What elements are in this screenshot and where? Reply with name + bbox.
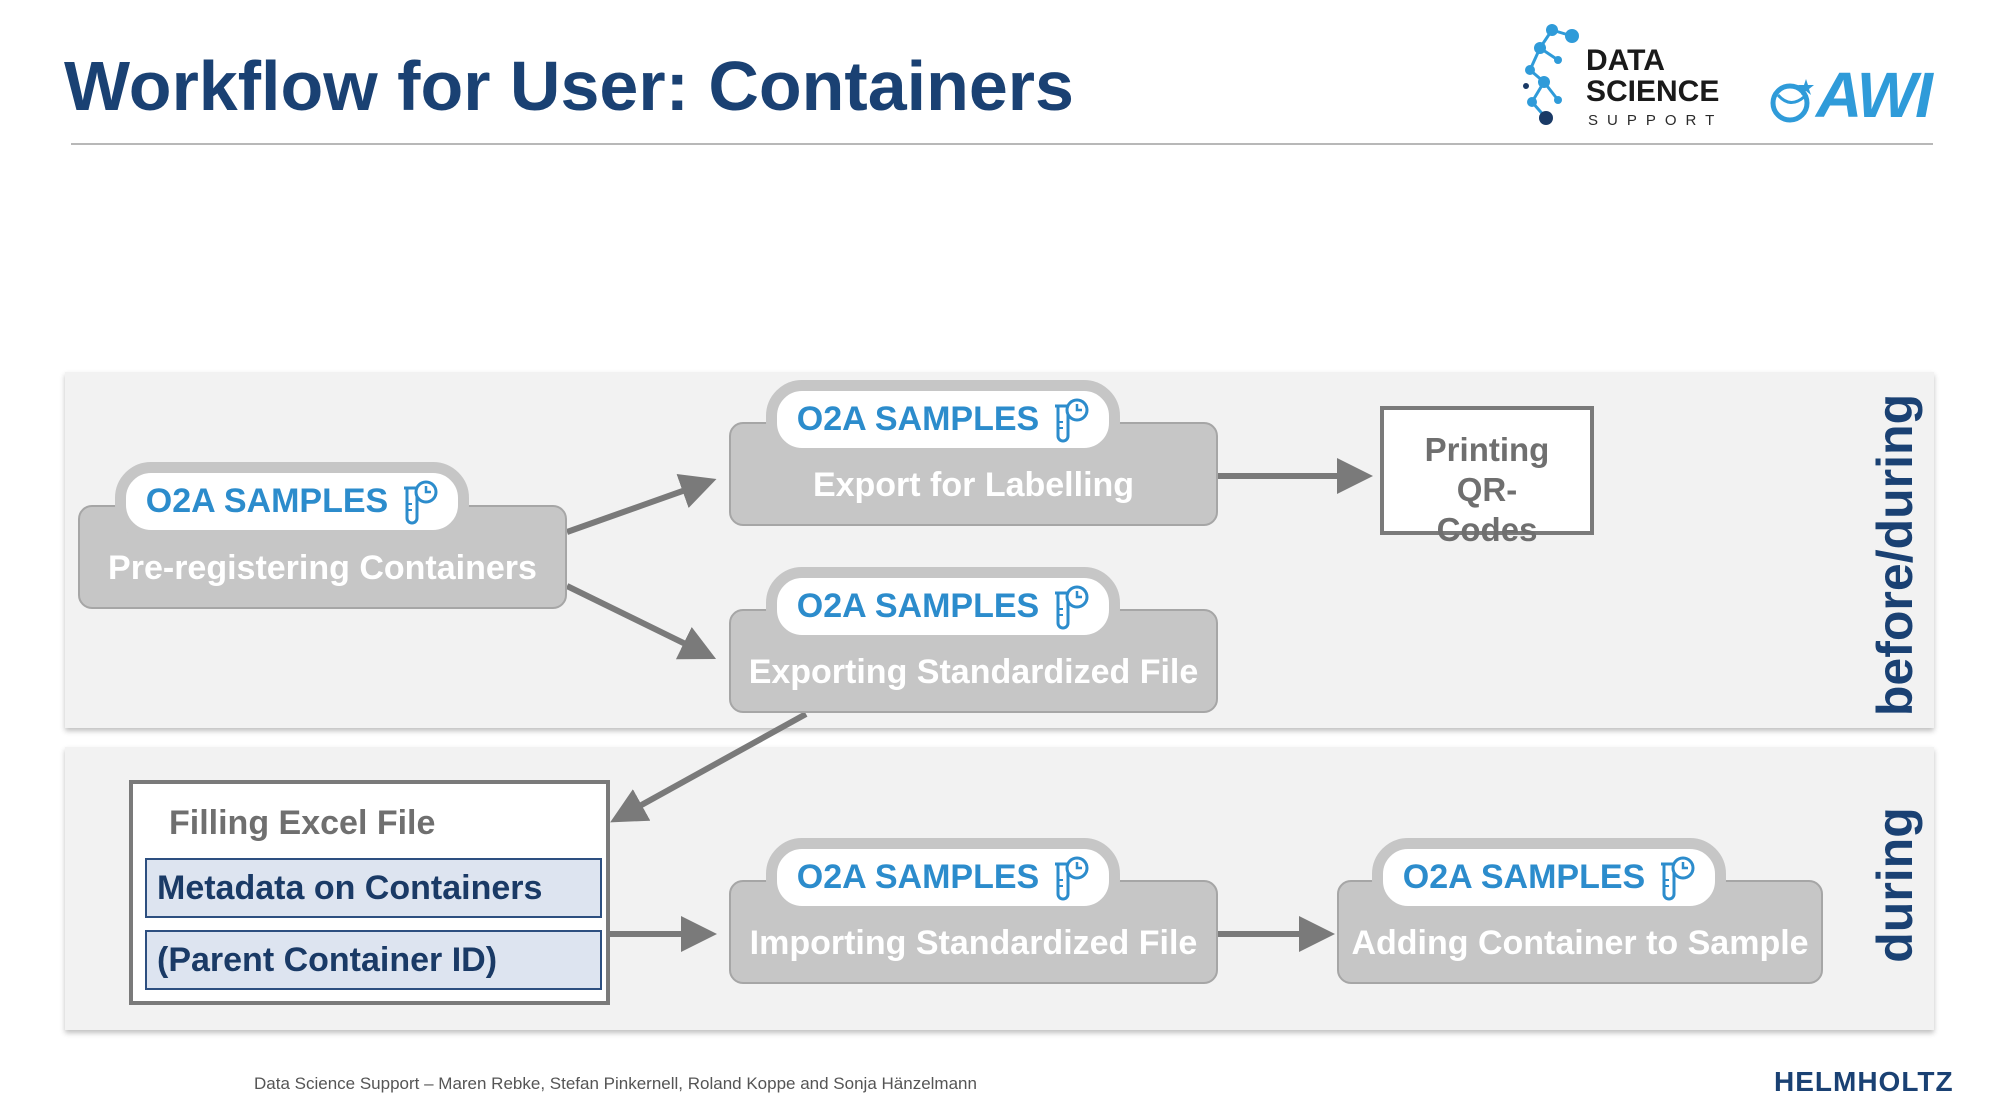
badge-label: O2A SAMPLES (1402, 858, 1646, 896)
badge-import-standardized: O2A SAMPLES (766, 838, 1120, 917)
badge-label: O2A SAMPLES (796, 858, 1040, 896)
arrow-export-standardized-to-excel (610, 711, 808, 823)
excel-file-title: Filling Excel File (169, 804, 436, 842)
page-title: Workflow for User: Containers (64, 47, 1074, 125)
excel-file-box: Filling Excel File Metadata on Container… (129, 780, 610, 1005)
awi-logo-text: AWI (1816, 59, 1933, 131)
network-icon (1523, 24, 1579, 125)
badge-adding-container: O2A SAMPLES (1372, 838, 1726, 917)
helmholtz-logo: HELMHOLTZ (1774, 1066, 1954, 1097)
process-preregister-label: Pre-registering Containers (108, 549, 537, 587)
process-import-standardized-label: Importing Standardized File (749, 924, 1198, 962)
badge-preregister: O2A SAMPLES (115, 462, 469, 541)
arrow-preregister-to-export-standardized (565, 583, 717, 660)
logo-text-data: DATA (1586, 44, 1665, 77)
process-export-labelling-label: Export for Labelling (812, 466, 1135, 504)
footer-credits: Data Science Support – Maren Rebke, Stef… (254, 1074, 977, 1093)
arrow-preregister-to-export-labelling (565, 474, 717, 535)
badge-label: O2A SAMPLES (796, 400, 1040, 438)
process-export-standardized-label: Exporting Standardized File (748, 653, 1199, 691)
excel-item-parent-id: (Parent Container ID) (145, 930, 602, 990)
excel-item-metadata: Metadata on Containers (145, 858, 602, 918)
test-tube-clock-icon (1661, 856, 1695, 900)
globe-icon (1770, 79, 1814, 123)
header-divider (71, 143, 1933, 145)
badge-label: O2A SAMPLES (796, 587, 1040, 625)
test-tube-clock-icon (1055, 856, 1089, 900)
data-science-support-logo: DATA SCIENCE SUPPORT (1522, 20, 1732, 132)
process-printing-qr: Printing QR-Codes (1380, 406, 1594, 548)
test-tube-clock-icon (1055, 585, 1089, 629)
process-printing-qr-label: Printing QR-Codes (1424, 431, 1550, 548)
test-tube-clock-icon (1055, 398, 1089, 442)
logo-text-support: SUPPORT (1588, 112, 1724, 129)
logo-text-science: SCIENCE (1586, 75, 1720, 108)
badge-export-labelling: O2A SAMPLES (766, 380, 1120, 459)
badge-label: O2A SAMPLES (145, 482, 389, 520)
badge-export-standardized: O2A SAMPLES (766, 567, 1120, 646)
awi-logo: AWI (1770, 58, 1933, 132)
test-tube-clock-icon (404, 480, 438, 524)
process-adding-container-label: Adding Container to Sample (1351, 924, 1809, 962)
